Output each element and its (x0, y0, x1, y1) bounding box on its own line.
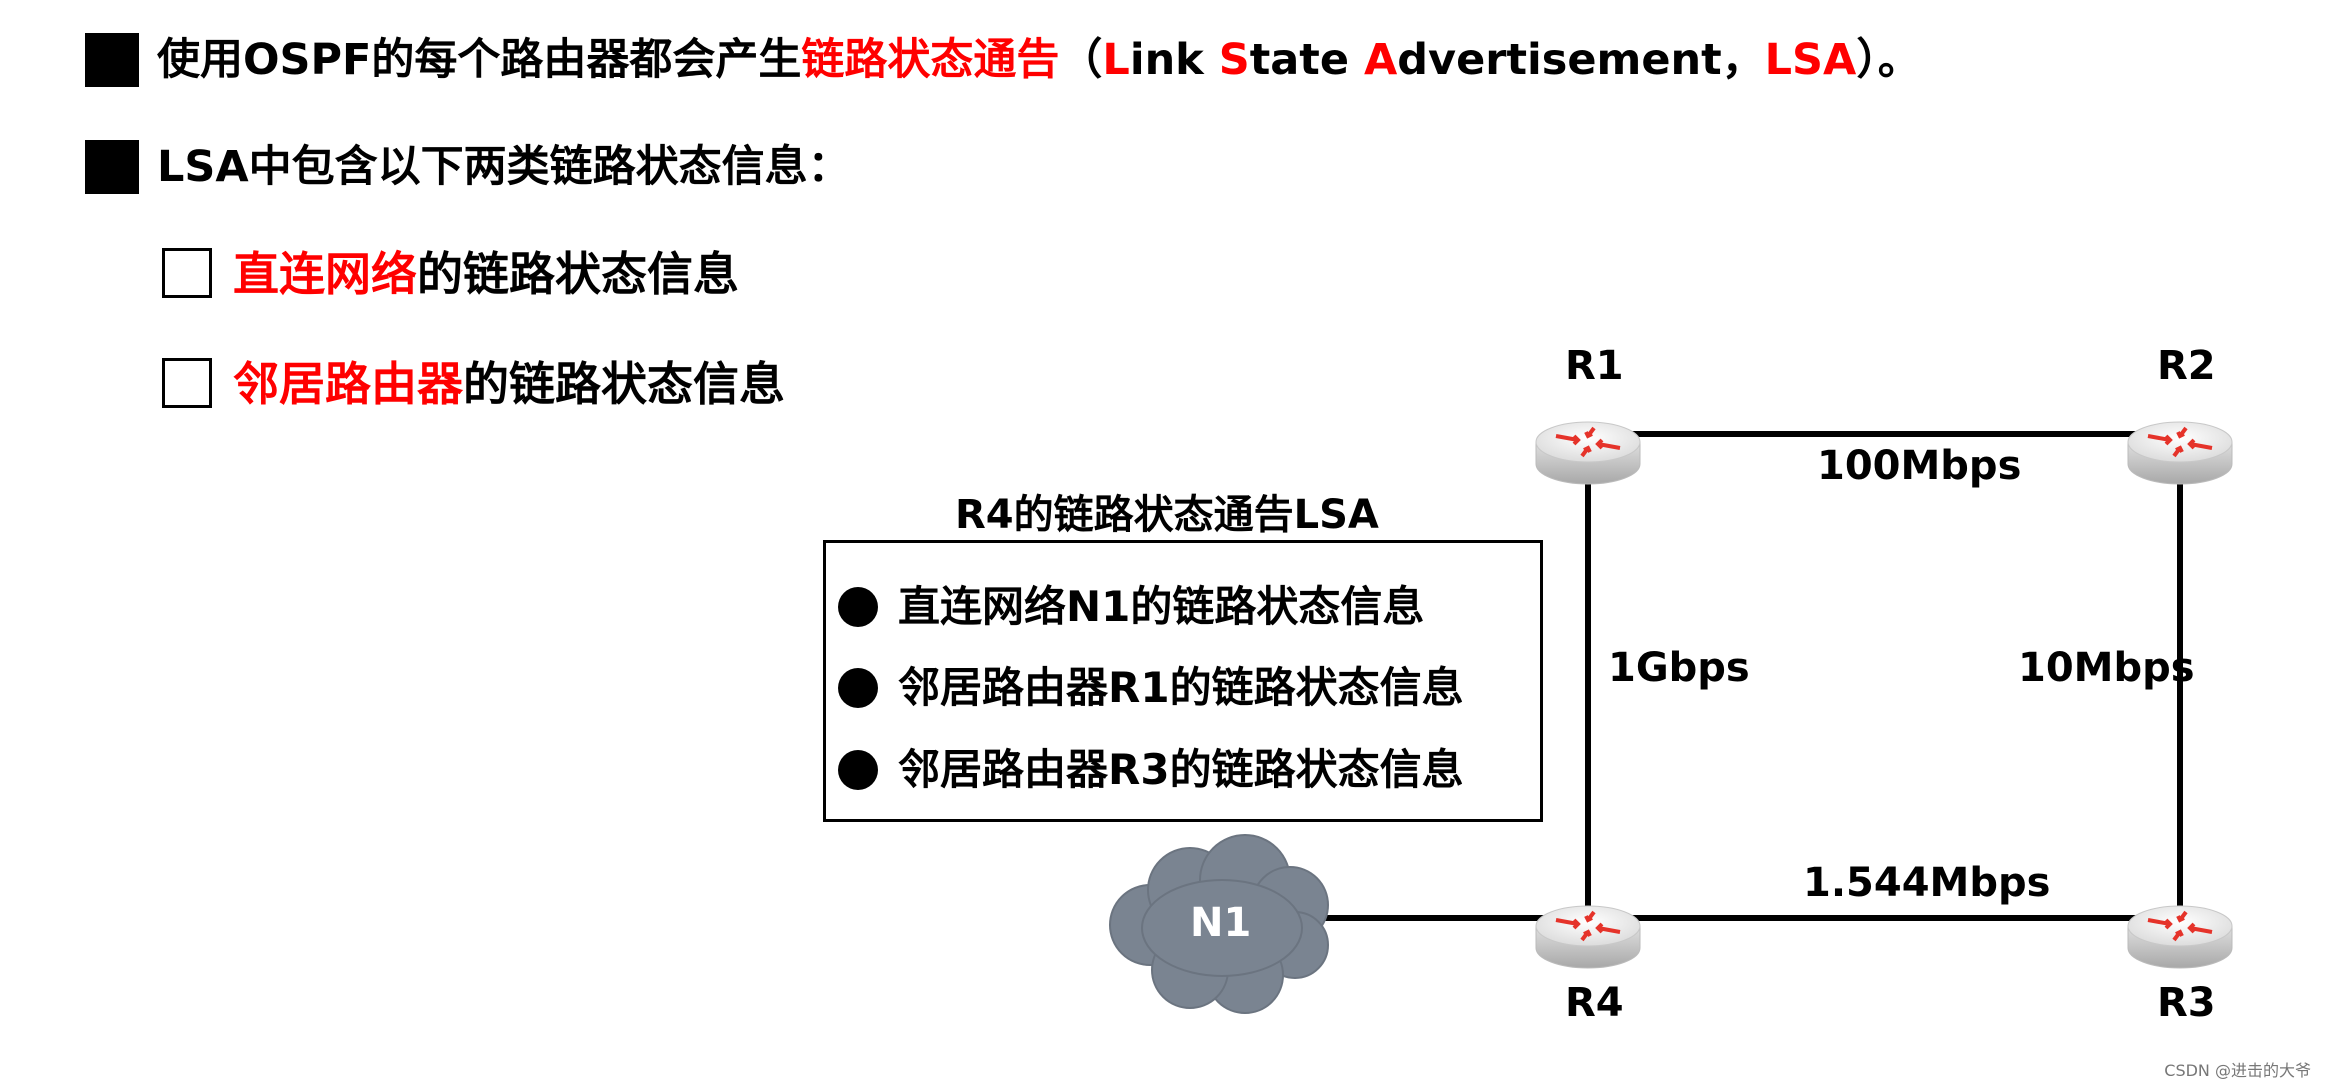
heading1-ink: ink (1129, 35, 1219, 85)
sub-item-1: 直连网络的链路状态信息 (233, 242, 739, 306)
heading1-lsa-cn: 链路状态通告 (801, 35, 1060, 85)
heading1-text-a: 使用OSPF的每个路由器都会产生 (157, 35, 802, 85)
sub-item-2-red: 邻居路由器 (233, 357, 463, 411)
link-r4-r3-speed: 1.544Mbps (1803, 860, 2051, 906)
network-label: N1 (1190, 900, 1252, 946)
heading1: 使用OSPF的每个路由器都会产生链路状态通告（Link State Advert… (157, 28, 1921, 92)
lsa-item-1-text: 直连网络N1的链路状态信息 (898, 582, 1425, 631)
heading1-lsa-abbr: LSA (1764, 35, 1857, 85)
bullet-dot-icon (838, 587, 878, 627)
router-r1-label: R1 (1565, 343, 1624, 389)
router-r4-icon (1535, 905, 1641, 969)
lsa-item-3-text: 邻居路由器R3的链路状态信息 (898, 745, 1464, 794)
sub-item-2-checkbox (162, 358, 212, 408)
router-r3-label: R3 (2157, 980, 2216, 1026)
sub-item-2: 邻居路由器的链路状态信息 (233, 352, 785, 416)
heading1-letter-l: L (1102, 35, 1130, 85)
heading1-letter-a: A (1364, 35, 1398, 85)
network-cloud-icon (1109, 834, 1329, 1014)
heading1-dvertisement: dvertisement， (1397, 35, 1765, 85)
heading1-end: ）。 (1856, 35, 1921, 85)
bullet-dot-icon (838, 750, 878, 790)
router-r4-label: R4 (1565, 980, 1624, 1026)
heading1-letter-s: S (1218, 35, 1250, 85)
sub-item-2-rest: 的链路状态信息 (463, 357, 785, 411)
link-r1-r4-speed: 1Gbps (1608, 645, 1750, 691)
lsa-item-2: 邻居路由器R1的链路状态信息 (838, 658, 1464, 718)
link-r1-r2-speed: 100Mbps (1817, 443, 2022, 489)
watermark: CSDN @进击的大爷 (2164, 1061, 2311, 1080)
heading1-tate: tate (1249, 35, 1364, 85)
lsa-item-3: 邻居路由器R3的链路状态信息 (838, 740, 1464, 800)
sub-item-1-checkbox (162, 248, 212, 298)
lsa-box (823, 540, 1543, 822)
router-r1-icon (1535, 421, 1641, 485)
sub-item-1-rest: 的链路状态信息 (417, 247, 739, 301)
heading2-bullet (85, 140, 139, 194)
sub-item-1-red: 直连网络 (233, 247, 417, 301)
lsa-item-2-text: 邻居路由器R1的链路状态信息 (898, 663, 1464, 712)
heading2: LSA中包含以下两类链路状态信息： (157, 142, 851, 192)
router-r2-icon (2127, 421, 2233, 485)
lsa-box-title: R4的链路状态通告LSA (955, 492, 1379, 538)
router-r2-label: R2 (2157, 343, 2216, 389)
heading1-bullet (85, 33, 139, 87)
bullet-dot-icon (838, 668, 878, 708)
link-r2-r3-speed: 10Mbps (2018, 645, 2195, 691)
lsa-item-1: 直连网络N1的链路状态信息 (838, 577, 1424, 637)
router-r3-icon (2127, 905, 2233, 969)
heading1-paren-open: （ (1059, 35, 1103, 85)
